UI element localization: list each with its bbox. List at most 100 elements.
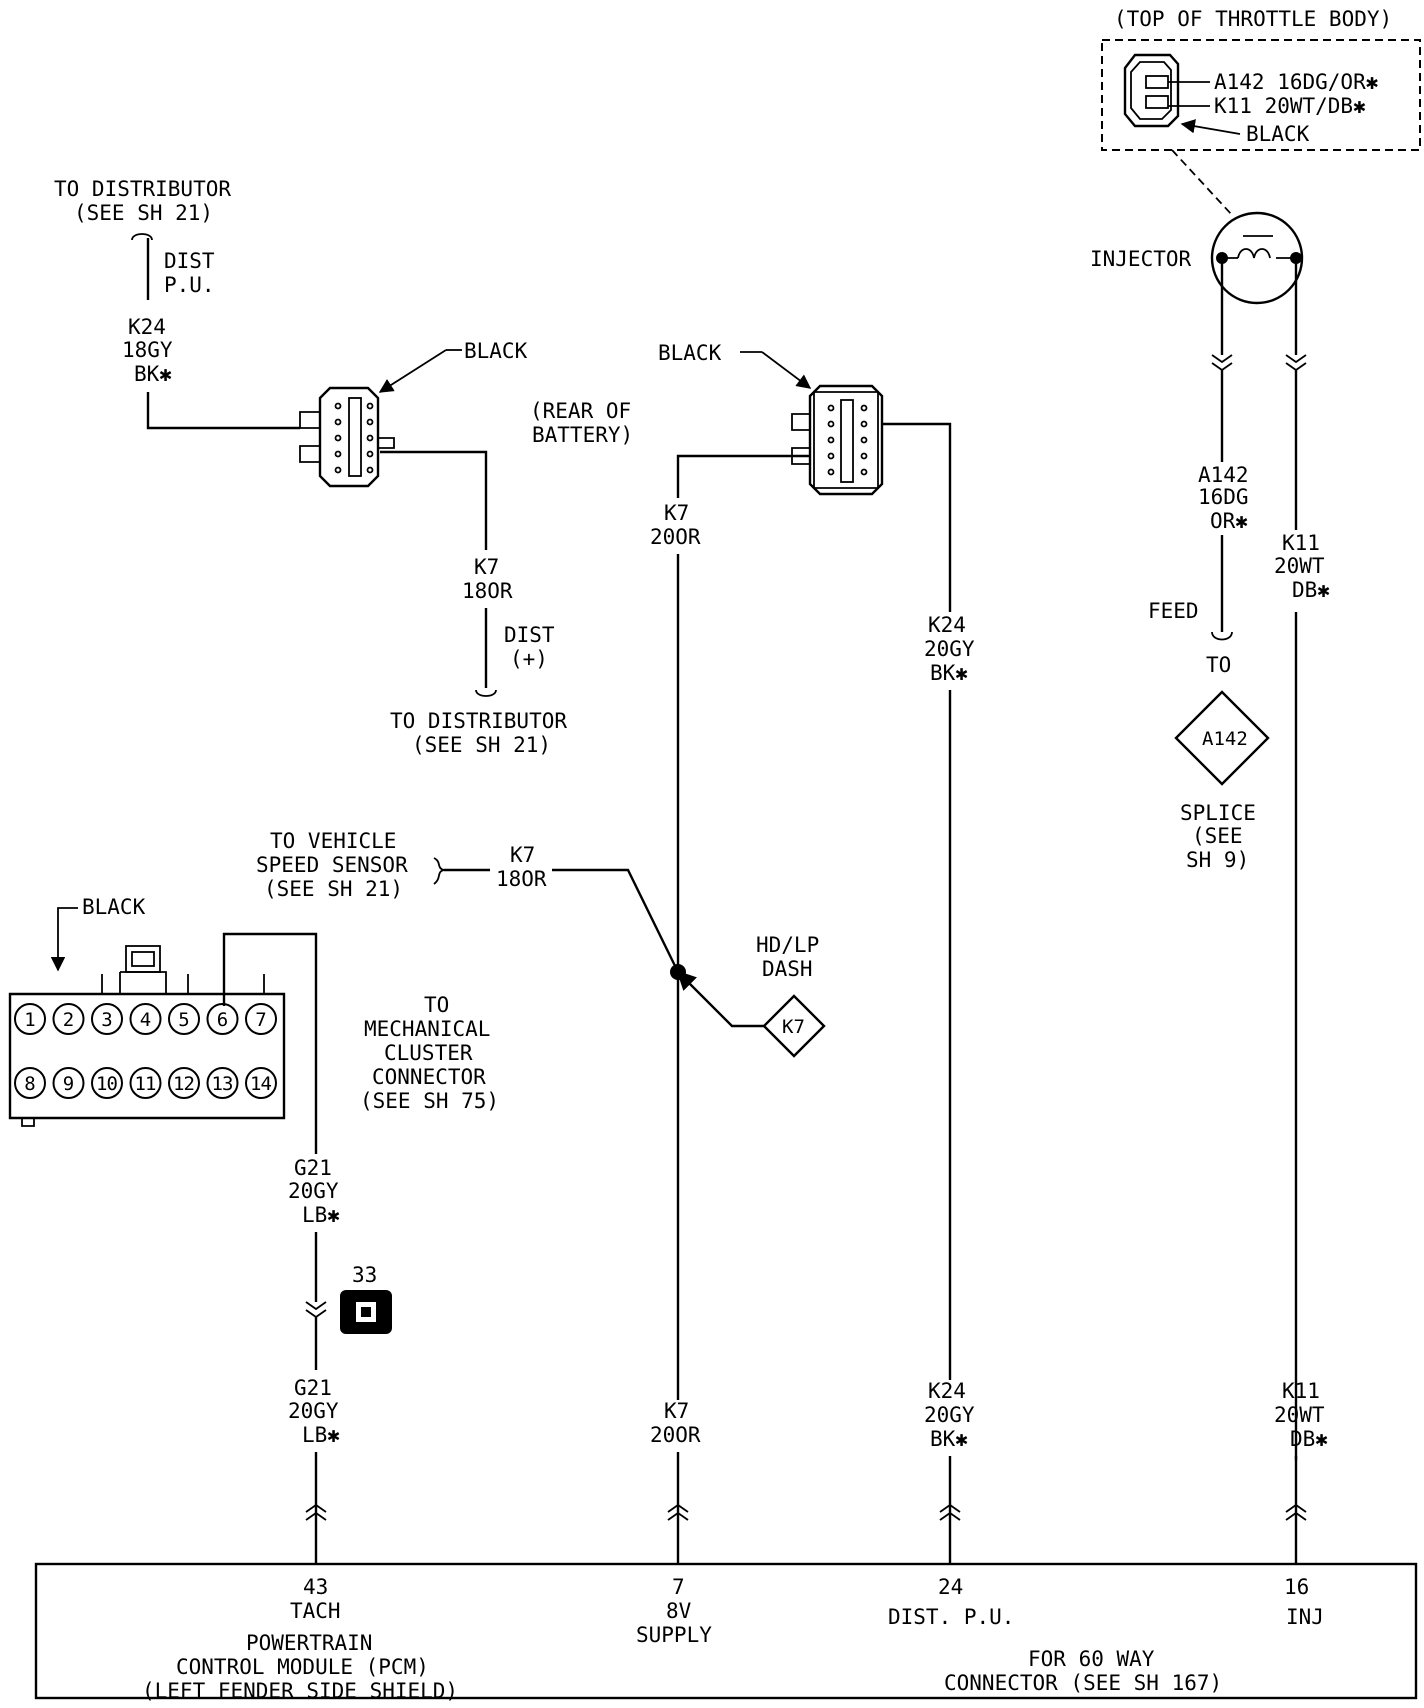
pcm-name3: (LEFT FENDER SIDE SHIELD) xyxy=(142,1679,458,1703)
vss-wire2: 18OR xyxy=(496,867,547,891)
splice-k7-id: K7 xyxy=(782,1016,805,1038)
cluster-pin-label-13: 13 xyxy=(212,1073,234,1095)
cluster-pin-4 xyxy=(129,1003,162,1035)
a142-wire-break-icon xyxy=(1211,631,1233,641)
inline-connector-left xyxy=(299,386,395,488)
wire-k7-20or-top-l1: K7 xyxy=(664,501,689,525)
inline-connector-a142-top xyxy=(1211,354,1233,372)
pcm-name2: CONTROL MODULE (PCM) xyxy=(176,1655,429,1679)
cluster-l1: TO xyxy=(424,993,449,1017)
cluster-pin-label-14: 14 xyxy=(250,1073,272,1095)
throttle-body-pin2-label: K11 20WT/DB✱ xyxy=(1214,94,1366,118)
cluster-pin-5 xyxy=(168,1003,200,1035)
wire-k11-top-l2: 20WT xyxy=(1274,554,1325,578)
cluster-pin-label-12: 12 xyxy=(173,1073,195,1095)
wire-g21-bot-l3: LB✱ xyxy=(302,1423,340,1447)
ground-33-label: 33 xyxy=(352,1263,377,1287)
pcm-pin43-name: TACH xyxy=(290,1599,341,1623)
throttle-body-color: BLACK xyxy=(1246,122,1310,146)
wire-a142-l1: A142 xyxy=(1198,463,1249,487)
pcm-pin16-name: INJ xyxy=(1286,1605,1324,1629)
splice-k7-l1: HD/LP xyxy=(756,933,819,957)
cluster-pin-label-4: 4 xyxy=(140,1009,151,1031)
wire-a142-l3: OR✱ xyxy=(1210,509,1248,533)
cluster-pin-3 xyxy=(91,1003,123,1035)
wire-g21-top-l3: LB✱ xyxy=(302,1203,340,1227)
splice-a142-l3: SH 9) xyxy=(1186,848,1249,872)
cluster-l5: (SEE SH 75) xyxy=(360,1089,499,1113)
wire-k24-20gy-top-l3: BK✱ xyxy=(930,661,968,685)
wire-k7-18or-l1: K7 xyxy=(474,555,499,579)
cluster-pin-14 xyxy=(245,1067,277,1099)
feed-to-label: TO xyxy=(1206,653,1231,677)
cluster-pin-label-1: 1 xyxy=(24,1009,35,1031)
wire-g21-top-l2: 20GY xyxy=(288,1179,339,1203)
wire-k24-20gy-top-l2: 20GY xyxy=(924,637,975,661)
throttle-body-connector-shell xyxy=(1123,53,1180,128)
vss-wire1: K7 xyxy=(510,843,535,867)
splice-k7-l2: DASH xyxy=(762,957,813,981)
inline-connector-k11-top xyxy=(1285,354,1307,372)
pcm-pin24: 24 xyxy=(938,1575,963,1599)
conn-left-color: BLACK xyxy=(464,339,528,363)
battery-note-l2: BATTERY) xyxy=(532,423,633,447)
dist-pu-dest1: TO DISTRIBUTOR xyxy=(54,177,231,201)
pcm-note1: FOR 60 WAY xyxy=(1028,1647,1155,1671)
cluster-pin-6 xyxy=(206,1003,239,1035)
wire-k7-20or-bot-l1: K7 xyxy=(664,1399,689,1423)
wire-k11-top-l3: DB✱ xyxy=(1292,578,1330,602)
wire-k11-bot-l3: DB✱ xyxy=(1290,1427,1328,1451)
pcm-note2: CONNECTOR (SEE SH 167) xyxy=(944,1671,1222,1695)
dist-pu-name1: DIST xyxy=(164,249,215,273)
pcm-pin7: 7 xyxy=(672,1575,685,1599)
vss-wire-break-icon xyxy=(433,857,445,885)
cluster-pin-11 xyxy=(129,1067,162,1099)
cluster-pin-label-7: 7 xyxy=(255,1009,266,1031)
splice-k7: K7 xyxy=(762,994,826,1058)
wire-k7-20or-bot-l2: 20OR xyxy=(650,1423,701,1447)
cluster-pin-12 xyxy=(168,1067,200,1099)
injector-coil-icon xyxy=(1237,248,1271,259)
wire-g21-top-l1: G21 xyxy=(294,1156,332,1180)
cluster-pin-label-10: 10 xyxy=(96,1073,118,1095)
pcm-pin7-name1: 8V xyxy=(666,1599,692,1623)
injector: INJECTOR xyxy=(1090,211,1304,305)
dist-plus-wire-break-icon xyxy=(475,689,497,697)
vss-l1: TO VEHICLE xyxy=(270,829,396,853)
pcm-pin7-name2: SUPPLY xyxy=(636,1623,712,1647)
throttle-body-title: (TOP OF THROTTLE BODY) xyxy=(1114,7,1392,31)
wire-k24-20gy-bot-l1: K24 xyxy=(928,1379,966,1403)
splice-a142-id: A142 xyxy=(1202,728,1248,750)
cluster-pin-10 xyxy=(91,1067,123,1099)
wire-k11-bot-l2: 20WT xyxy=(1274,1403,1325,1427)
dist-pu-dest2: (SEE SH 21) xyxy=(74,201,213,225)
cluster-l2: MECHANICAL xyxy=(364,1017,490,1041)
battery-note-l1: (REAR OF xyxy=(530,399,631,423)
cluster-pin-label-5: 5 xyxy=(178,1009,189,1031)
cluster-pin-8 xyxy=(14,1067,46,1099)
pcm-module: 43 TACH 7 8V SUPPLY 24 DIST. P.U. 16 INJ… xyxy=(34,1562,1418,1703)
wire-k11-top-l1: K11 xyxy=(1282,531,1320,555)
cluster-pin-label-8: 8 xyxy=(24,1073,35,1095)
vss-l2: SPEED SENSOR xyxy=(256,853,408,877)
dist-pu-wire-break-icon xyxy=(131,233,153,241)
dist-plus-dest2: (SEE SH 21) xyxy=(412,733,551,757)
splice-a142-l2: (SEE xyxy=(1192,824,1243,848)
dist-plus-name1: DIST xyxy=(504,623,555,647)
pcm-connector-chevrons xyxy=(305,1503,1307,1521)
wire-k24-20gy-bot-l2: 20GY xyxy=(924,1403,975,1427)
throttle-body-pin1-cavity xyxy=(1145,75,1169,89)
injector-label: INJECTOR xyxy=(1090,247,1192,271)
cluster-pin-label-2: 2 xyxy=(63,1009,74,1031)
ground-33-icon: 33 xyxy=(340,1263,392,1334)
wire-k24-top-l2: 18GY xyxy=(122,338,173,362)
throttle-body-pin1-label: A142 16DG/OR✱ xyxy=(1214,70,1379,94)
wire-k24-20gy-top-l1: K24 xyxy=(928,613,966,637)
dist-plus-name2: (+) xyxy=(510,647,548,671)
pcm-name1: POWERTRAIN xyxy=(246,1631,372,1655)
splice-a142-l1: SPLICE xyxy=(1180,801,1256,825)
dist-plus-dest1: TO DISTRIBUTOR xyxy=(390,709,567,733)
cluster-pin-9 xyxy=(52,1067,85,1099)
